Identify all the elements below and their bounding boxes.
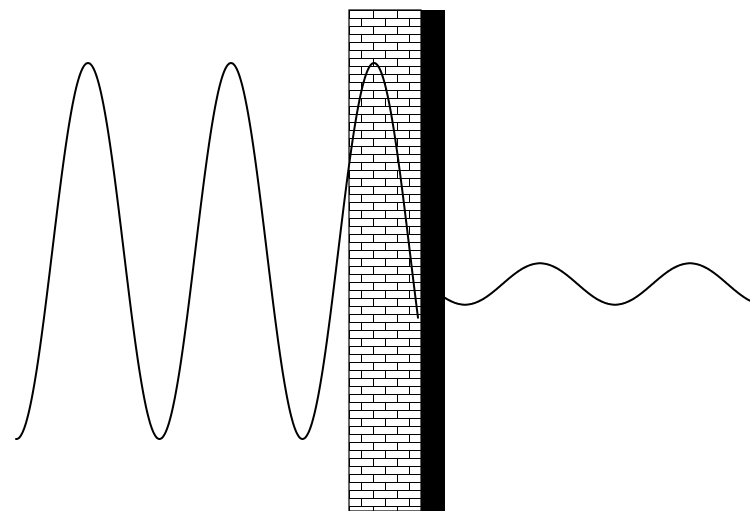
brick-wall-shadow: [421, 10, 445, 511]
